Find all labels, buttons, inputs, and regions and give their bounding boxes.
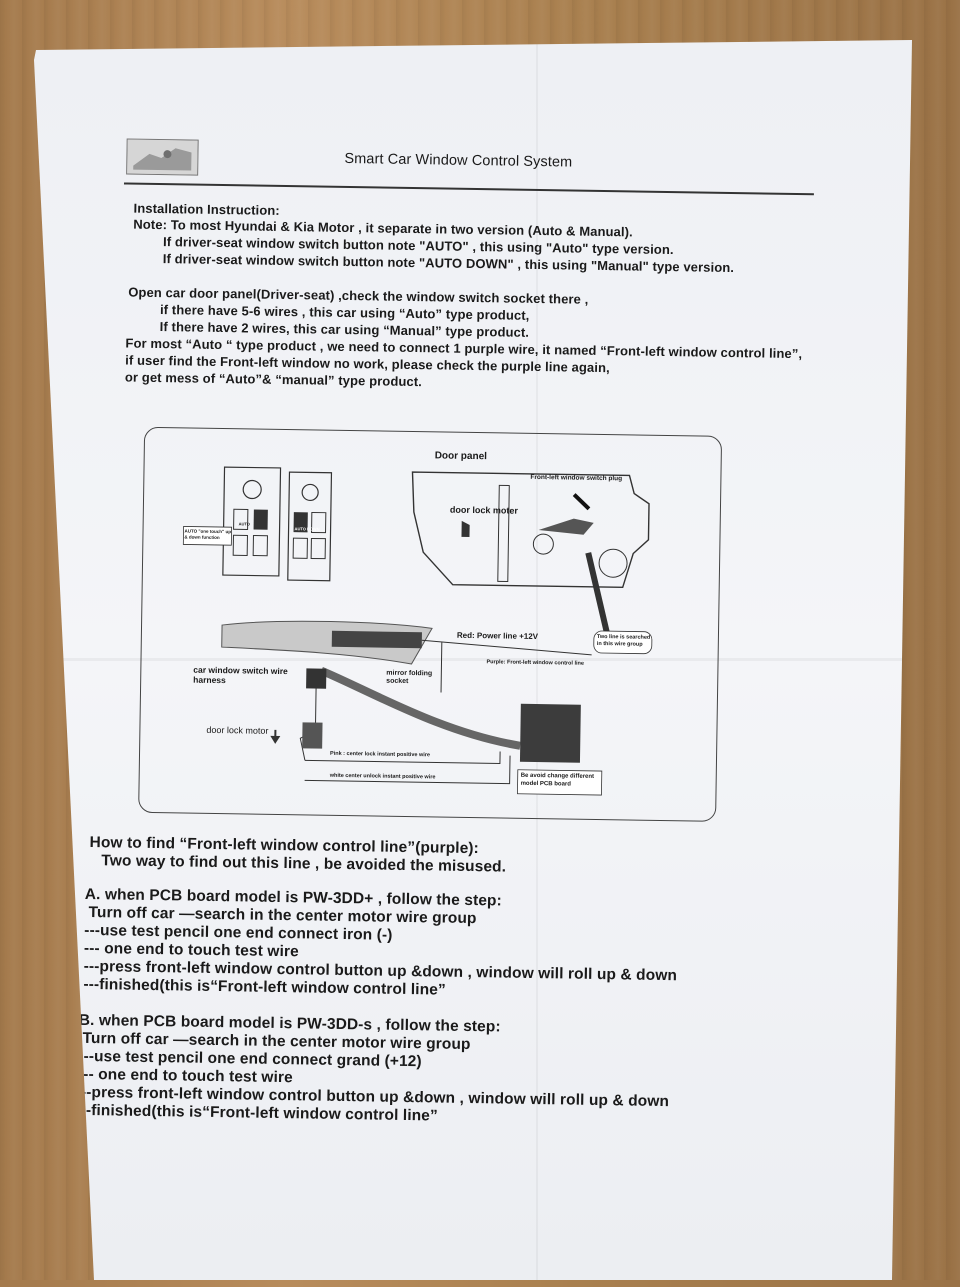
- label-auto-down: AUTO DOWN: [294, 526, 320, 532]
- instruction-sheet: Smart Car Window Control System Installa…: [34, 40, 912, 1280]
- label-auto: AUTO: [238, 521, 250, 527]
- brand-logo-image: [126, 138, 199, 176]
- wiring-diagram: Door panel Front-left window switch plug…: [138, 426, 723, 822]
- label-pcb-note: Be avoid change different model PCB boar…: [520, 772, 595, 788]
- sheet-content: Smart Car Window Control System Installa…: [34, 40, 912, 1280]
- check-line: or get mess of “Auto”& “manual” type pro…: [124, 369, 423, 390]
- label-harness: car window switch wire harness: [193, 664, 288, 686]
- label-door-lock-moter: door lock moter: [449, 504, 518, 516]
- fold-crease-horizontal: [34, 658, 912, 661]
- label-red-wire: Red: Power line +12V: [456, 630, 539, 642]
- label-two-line: Two line is searched in this wire group: [596, 633, 651, 648]
- instructions-heading: Installation Instruction:: [133, 200, 280, 218]
- label-mirror: mirror folding socket: [386, 669, 433, 685]
- page-title: Smart Car Window Control System: [344, 150, 573, 171]
- label-switch-plug: Front-left window switch plug: [530, 473, 623, 483]
- fold-crease-vertical: [536, 40, 538, 1280]
- label-door-lock-motor: door lock motor: [206, 724, 269, 736]
- header-rule: [123, 182, 814, 196]
- label-door-panel: Door panel: [434, 450, 488, 463]
- label-auto-note: AUTO "one touch" up & down function: [184, 528, 232, 541]
